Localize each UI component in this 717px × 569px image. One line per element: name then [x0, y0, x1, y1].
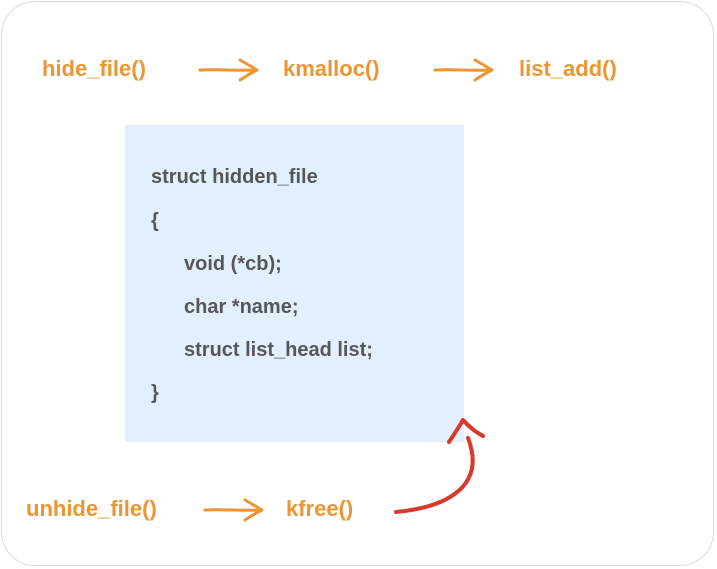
- code-line-name-field: char *name;: [184, 296, 299, 318]
- arrow-kmalloc-to-list-add: [433, 58, 494, 82]
- label-list-add: list_add(): [519, 56, 617, 81]
- arrow-unhide-file-to-kfree: [203, 498, 264, 522]
- code-line-list-field: struct list_head list;: [184, 339, 373, 361]
- code-line-open-brace: {: [151, 210, 159, 232]
- code-line-close-brace: }: [151, 382, 159, 404]
- label-kmalloc: kmalloc(): [283, 56, 380, 81]
- arrow-kfree-to-struct: [394, 418, 485, 514]
- code-line-struct-decl: struct hidden_file: [151, 166, 318, 188]
- struct-code-box: struct hidden_file { void (*cb); char *n…: [125, 125, 464, 442]
- label-hide-file: hide_file(): [42, 56, 146, 81]
- arrow-hide-file-to-kmalloc: [198, 58, 259, 82]
- label-unhide-file: unhide_file(): [26, 496, 157, 521]
- label-kfree: kfree(): [286, 496, 354, 521]
- code-line-cb-field: void (*cb);: [184, 253, 282, 275]
